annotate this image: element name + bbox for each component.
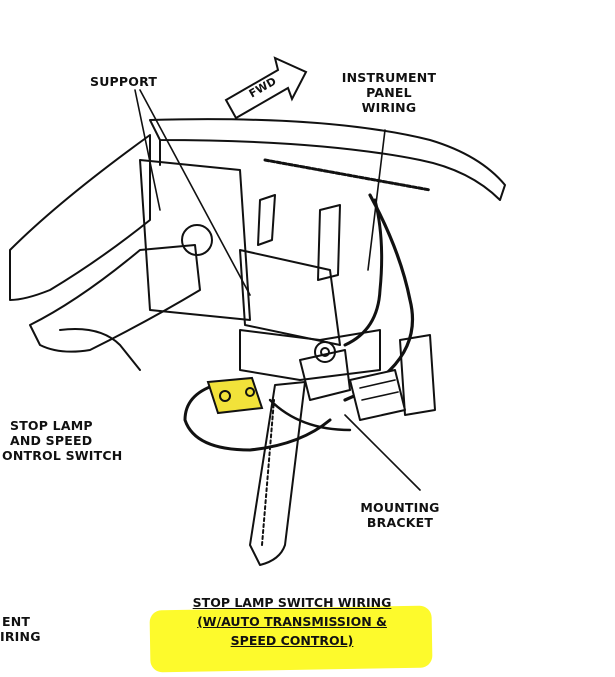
wiring-to-switch — [183, 383, 332, 452]
dash-top-rail — [149, 118, 506, 201]
dash-vent-strip — [263, 158, 432, 192]
support-leader-right — [139, 89, 251, 296]
caption-line-2: (W/AUTO TRANSMISSION & — [197, 614, 387, 629]
instrument-panel-wiring-line-1: INSTRUMENT — [341, 70, 437, 85]
harness-connector — [349, 369, 406, 421]
mounting-bracket-line-1: MOUNTING — [360, 500, 440, 515]
stop-lamp-switch-line-2: AND SPEED — [10, 433, 93, 448]
stop-lamp-switch-line-1: STOP LAMP — [10, 418, 93, 433]
bracket-arm — [299, 349, 351, 401]
stop-lamp-switch-shape — [206, 376, 264, 415]
support-leader-left — [134, 89, 161, 211]
support-label: SUPPORT — [90, 74, 158, 89]
fwd-arrow — [224, 56, 308, 120]
instrument-panel-wiring-line-2: PANEL — [366, 85, 412, 100]
stop-lamp-speed-control-switch-label: STOP LAMP AND SPEED ONTROL SWITCH — [2, 418, 122, 463]
support-plate-right — [239, 249, 341, 346]
cutoff-wiring-label: ENT IRING — [0, 614, 41, 644]
brake-pedal-arm — [249, 381, 306, 566]
cutoff-wiring-line-1: ENT — [2, 614, 31, 629]
instrument-panel-wiring-label: INSTRUMENT PANEL WIRING — [330, 70, 448, 115]
support-plate-left — [139, 159, 251, 321]
mounting-bracket-label: MOUNTING BRACKET — [345, 500, 455, 530]
caption-line-1: STOP LAMP SWITCH WIRING — [192, 595, 392, 610]
diagram-caption: STOP LAMP SWITCH WIRING (W/AUTO TRANSMIS… — [152, 593, 432, 650]
mounting-bracket-leader — [344, 414, 421, 491]
cutoff-wiring-line-2: IRING — [0, 629, 41, 644]
left-panel — [9, 134, 151, 301]
instrument-panel-wiring-line-3: WIRING — [361, 100, 417, 115]
caption-line-3: SPEED CONTROL) — [230, 633, 354, 648]
mounting-bracket-line-2: BRACKET — [366, 515, 434, 530]
stop-lamp-switch-line-3: ONTROL SWITCH — [2, 448, 123, 463]
